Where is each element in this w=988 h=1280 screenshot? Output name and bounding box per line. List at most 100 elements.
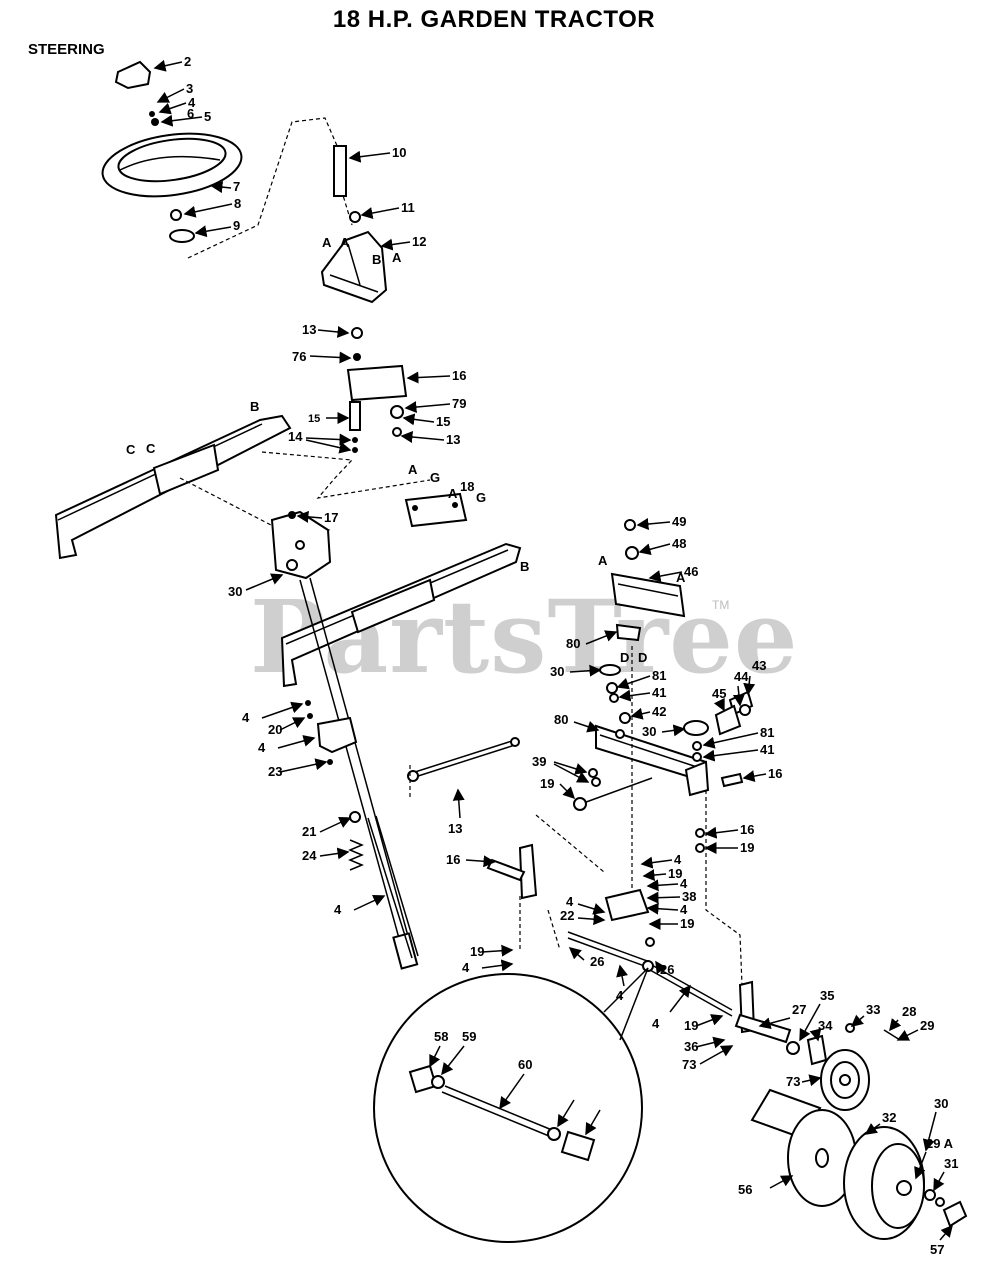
ref-letter: G <box>430 470 440 485</box>
callout: 10 <box>392 145 406 160</box>
callout: 79 <box>452 396 466 411</box>
callout: 42 <box>652 704 666 719</box>
section-label: STEERING <box>28 41 105 58</box>
callout: 19 <box>684 1018 698 1033</box>
callout: 16 <box>740 822 754 837</box>
callout: 81 <box>652 668 666 683</box>
callout: 45 <box>712 686 726 701</box>
callout: 76 <box>292 349 306 364</box>
detail-inset <box>373 967 649 1243</box>
callout: 13 <box>302 322 316 337</box>
callout: 15 <box>436 414 450 429</box>
callout: 4 <box>680 902 688 917</box>
steering-wheel-assembly <box>101 60 243 243</box>
callout: 30 <box>934 1096 948 1111</box>
callout: 19 <box>668 866 682 881</box>
callout: 32 <box>882 1110 896 1125</box>
callout: 39 <box>532 754 546 769</box>
callout: 26 <box>660 962 674 977</box>
callout: 4 <box>566 894 574 909</box>
ref-letter: B <box>372 252 381 267</box>
callout: 16 <box>446 852 460 867</box>
callout: 17 <box>324 510 338 525</box>
callout: 26 <box>590 954 604 969</box>
callout: 16 <box>768 766 782 781</box>
callout: 33 <box>866 1002 880 1017</box>
support-bracket <box>404 492 468 528</box>
callout: 4 <box>188 95 196 110</box>
front-axle <box>595 724 710 797</box>
ref-letter: A <box>322 235 332 250</box>
callout: 44 <box>734 669 749 684</box>
spring-21 <box>348 811 364 871</box>
callout: 5 <box>204 109 211 124</box>
callout: 48 <box>672 536 686 551</box>
callout: 4 <box>258 740 266 755</box>
callout: 59 <box>462 1029 476 1044</box>
callout: 28 <box>902 1004 916 1019</box>
callout: 27 <box>792 1002 806 1017</box>
callout: 15 <box>308 413 320 425</box>
callout: 30 <box>642 724 656 739</box>
ref-letter: G <box>476 490 486 505</box>
callout: 38 <box>682 889 696 904</box>
callout: 12 <box>412 234 426 249</box>
ref-letter: A <box>598 553 608 568</box>
plate-38 <box>604 888 650 922</box>
callout: 73 <box>682 1057 696 1072</box>
callout: 24 <box>302 848 317 863</box>
plate-20 <box>316 716 358 754</box>
ref-letter: C <box>126 442 136 457</box>
steering-bracket <box>270 510 332 580</box>
callout: 3 <box>186 81 193 96</box>
drag-link <box>407 737 520 782</box>
callout: 20 <box>268 722 282 737</box>
callout: 34 <box>818 1018 833 1033</box>
callout: 4 <box>462 960 470 975</box>
ref-letter: B <box>250 399 259 414</box>
callout: 2 <box>184 54 191 69</box>
callout: 36 <box>684 1039 698 1054</box>
callout: 35 <box>820 988 834 1003</box>
shaft-part-9 <box>333 145 347 197</box>
callout: 30 <box>228 584 242 599</box>
callout: 41 <box>652 685 666 700</box>
callout: 19 <box>540 776 554 791</box>
callout: 19 <box>740 840 754 855</box>
callout: 11 <box>401 200 415 215</box>
ref-letter: A <box>448 486 458 501</box>
callout: 58 <box>434 1029 448 1044</box>
column-bracket <box>320 230 388 304</box>
callout: 29 <box>920 1018 934 1033</box>
callout: 19 <box>470 944 484 959</box>
callout: 57 <box>930 1242 944 1257</box>
callout-labels: 2 3 4 5 6 7 8 9 10 11 12 13 76 16 79 15 … <box>153 54 958 1257</box>
callout: 16 <box>452 368 466 383</box>
wheel-hub <box>820 1049 870 1111</box>
trademark: TM <box>712 598 730 612</box>
frame-rail-left <box>54 414 292 560</box>
callout: 46 <box>684 564 698 579</box>
callout: 81 <box>760 725 774 740</box>
callout: 23 <box>268 764 282 779</box>
callout: 56 <box>738 1182 752 1197</box>
callout: 7 <box>233 179 240 194</box>
ref-letter: D <box>638 650 647 665</box>
callout: 31 <box>944 1156 958 1171</box>
axle-pivot-bracket <box>610 519 686 642</box>
callout: 14 <box>288 429 303 444</box>
callout: 73 <box>786 1074 800 1089</box>
callout: 30 <box>550 664 564 679</box>
sector-plate-76 <box>346 364 408 402</box>
callout: 29 A <box>926 1136 954 1151</box>
callout: 22 <box>560 908 574 923</box>
callout: 4 <box>674 852 682 867</box>
callout: 4 <box>616 988 624 1003</box>
ref-letter: A <box>408 462 418 477</box>
callout: 60 <box>518 1057 532 1072</box>
spindle-right <box>734 980 792 1044</box>
callout: 80 <box>554 712 568 727</box>
callout: 80 <box>566 636 580 651</box>
callout: 49 <box>672 514 686 529</box>
